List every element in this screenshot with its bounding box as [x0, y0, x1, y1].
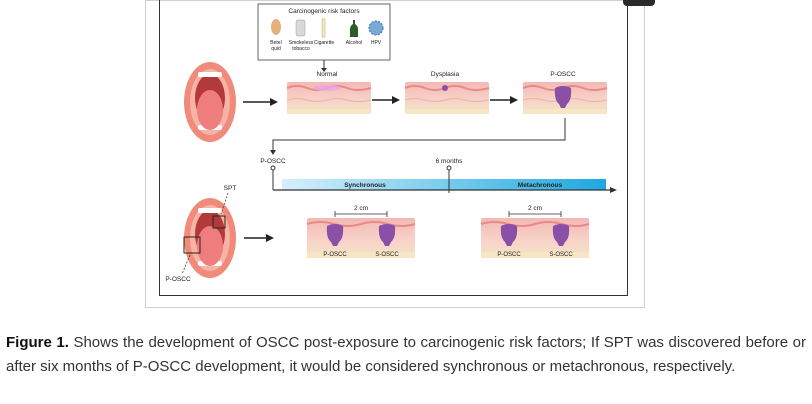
lesion-label-second: S-OSCC: [549, 252, 573, 258]
risk-box-title: Carcinogenic risk factors: [288, 8, 360, 15]
stage-label-posc: P-OSCC: [550, 71, 576, 78]
tissue-posc: [522, 81, 608, 115]
second-primary-tissue: 2 cm P-OSCC S-OSCC 2 cm P-OSCC S-OSCC: [306, 205, 590, 258]
distance-label: 2 cm: [354, 205, 368, 212]
tissue-two-lesions: 2 cm P-OSCC S-OSCC: [306, 205, 416, 258]
arrow-icon: [510, 96, 518, 104]
smokeless-tobacco-icon: [295, 19, 306, 37]
timeline-bar: [282, 179, 606, 190]
figure-panel: [159, 0, 628, 296]
timeline-start-label: P-OSCC: [260, 158, 286, 165]
cigarette-icon: [321, 18, 326, 38]
tissue-normal: [286, 81, 372, 115]
risk-factor-label: Alcohol: [346, 40, 362, 46]
stage-label-dysplasia: Dysplasia: [431, 71, 460, 78]
arrow-icon: [270, 98, 278, 106]
figure-caption: Figure 1. Shows the development of OSCC …: [6, 331, 806, 379]
alcohol-bottle-icon: [350, 20, 358, 37]
corner-chip: [623, 0, 655, 6]
lesion-label-second: S-OSCC: [375, 252, 399, 258]
arrow-icon: [266, 234, 274, 242]
risk-factor-label: HPV: [371, 40, 382, 46]
lesion-label-primary: P-OSCC: [323, 252, 347, 258]
arrow-icon: [392, 96, 400, 104]
mouth-illustration-bottom: [184, 198, 236, 278]
tissue-two-lesions: 2 cm P-OSCC S-OSCC: [480, 205, 590, 258]
timeline-mid-label: 6 months: [436, 158, 463, 165]
lesion-label-primary: P-OSCC: [497, 252, 521, 258]
betel-quid-icon: [271, 19, 281, 35]
mouth-spt-label: SPT: [224, 185, 237, 192]
stage-label-normal: Normal: [317, 71, 339, 78]
distance-label: 2 cm: [528, 205, 542, 212]
mouth-illustration-top: [184, 62, 236, 142]
hpv-virus-icon: [368, 20, 384, 36]
synchronous-label: Synchronous: [344, 182, 386, 189]
caption-text: Shows the development of OSCC post-expos…: [6, 334, 806, 375]
spt-marker: [212, 215, 226, 229]
caption-label: Figure 1.: [6, 334, 69, 351]
timeline-connector: [272, 118, 566, 152]
risk-factor-label: Cigarette: [314, 40, 335, 46]
metachronous-label: Metachronous: [518, 182, 563, 189]
posc-marker: [183, 236, 201, 254]
mouth-posc-label: P-OSCC: [165, 276, 191, 283]
tissue-dysplasia: [404, 81, 490, 115]
